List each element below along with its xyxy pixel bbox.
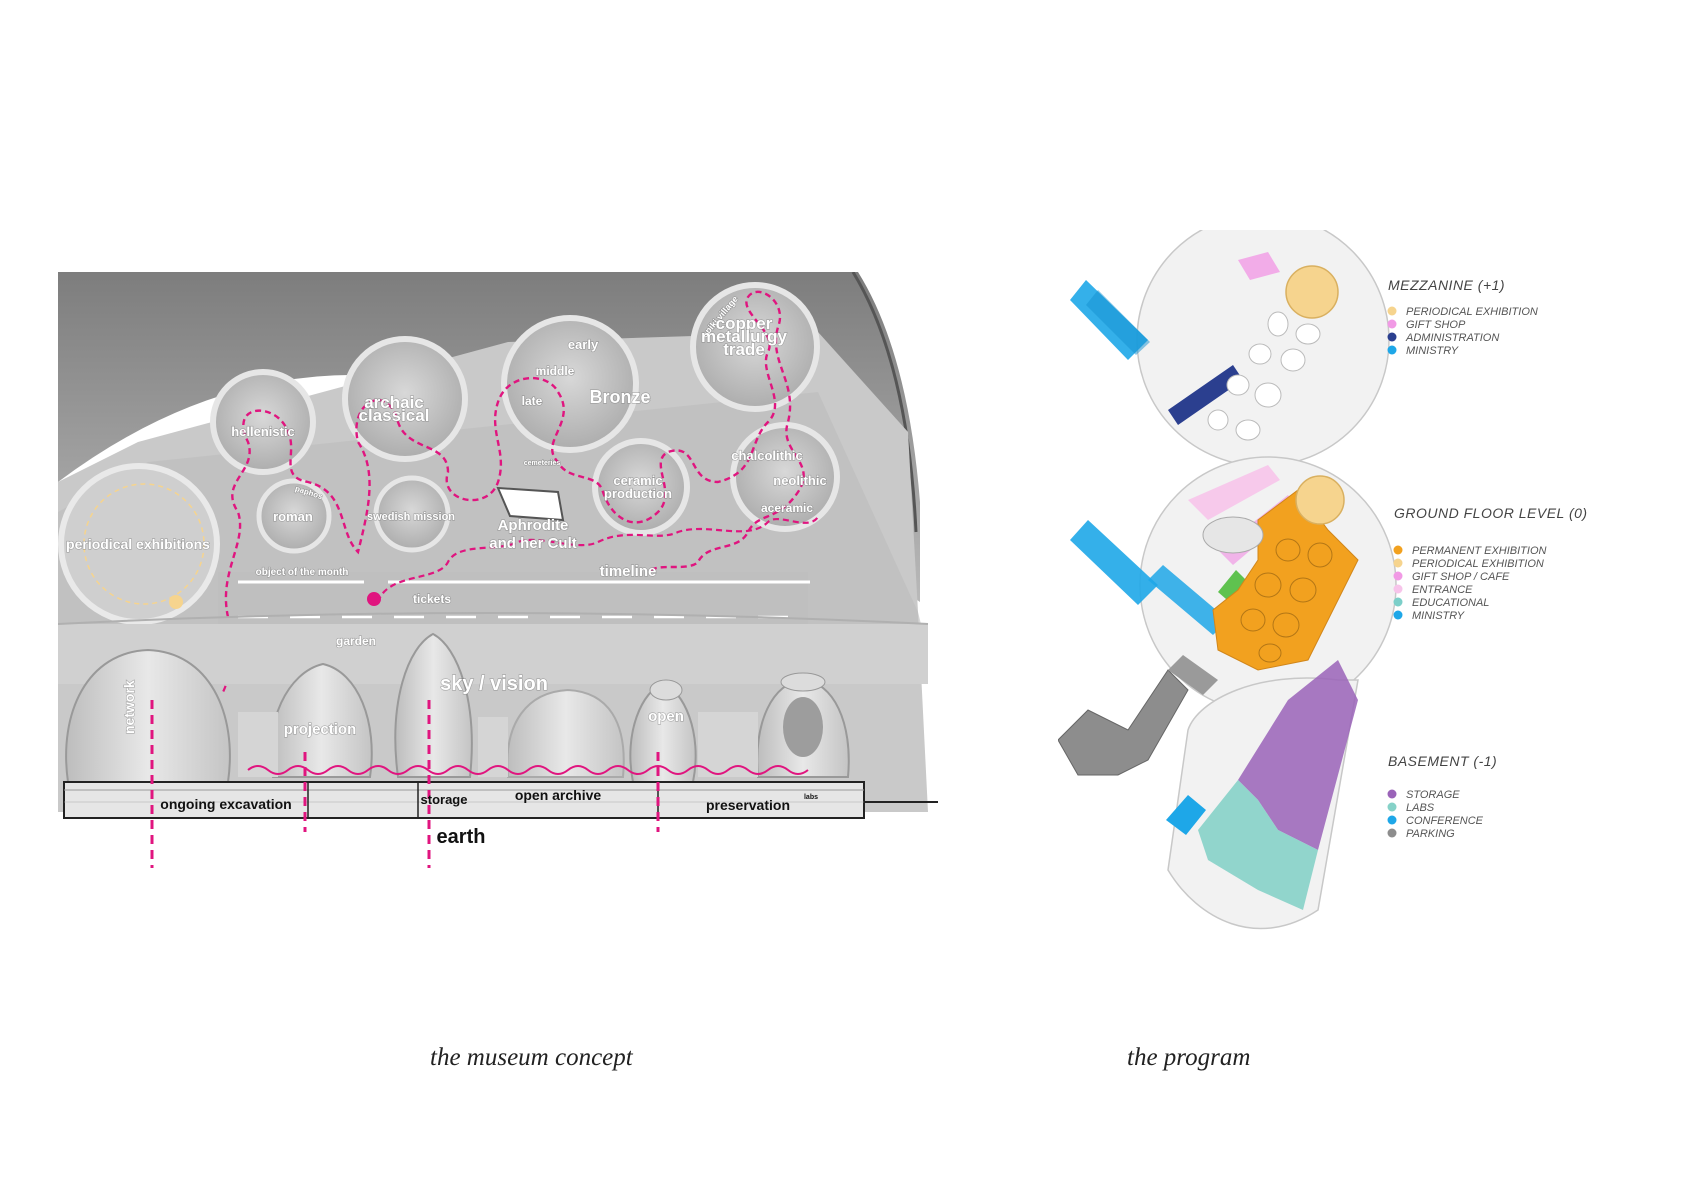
- label-production: production: [604, 486, 672, 501]
- concept-labels: opiki village copper metallurgy trade ea…: [65, 293, 827, 848]
- legend-item: MINISTRY: [1412, 610, 1465, 622]
- circle-bronze: [501, 315, 639, 453]
- label-projection: projection: [284, 721, 357, 738]
- label-garden: garden: [336, 634, 376, 648]
- legend-item: STORAGE: [1406, 789, 1460, 801]
- label-storage: storage: [421, 792, 468, 807]
- label-ceramic: ceramic: [613, 473, 662, 488]
- label-middle: middle: [536, 364, 575, 378]
- label-aphrodite: Aphrodite: [498, 517, 569, 534]
- legend-item: PERIODICAL EXHIBITION: [1406, 306, 1538, 318]
- program-diagram: MEZZANINE (+1) PERIODICAL EXHIBITION GIF…: [1057, 213, 1678, 1000]
- pod-mid: [506, 688, 625, 778]
- legend-item: PERIODICAL EXHIBITION: [1412, 558, 1544, 570]
- label-copper: copper: [716, 314, 773, 333]
- visitor-path-lower: [376, 516, 819, 603]
- label-neolithic: neolithic: [773, 473, 826, 488]
- circle-chalcolithic: [730, 422, 840, 532]
- caption-program: the program: [1127, 1044, 1251, 1071]
- legend-basement: BASEMENT (-1) STORAGE LABS CONFERENCE PA…: [1387, 753, 1497, 840]
- circle-swedish: [373, 475, 451, 553]
- legend-title-mezzanine: MEZZANINE (+1): [1388, 277, 1505, 293]
- pod-network: [65, 648, 231, 783]
- visitor-path: [224, 290, 805, 618]
- circle-periodical-inner: [83, 483, 205, 605]
- label-late: late: [522, 394, 543, 408]
- label-trade: trade: [723, 340, 765, 359]
- legend-title-ground-floor: GROUND FLOOR LEVEL (0): [1394, 505, 1588, 521]
- label-metallurgy: metallurgy: [701, 327, 788, 346]
- plan-mezzanine: [1070, 213, 1390, 467]
- legend-mezzanine: MEZZANINE (+1) PERIODICAL EXHIBITION GIF…: [1387, 277, 1538, 357]
- label-object-of-the-month: object of the month: [256, 567, 349, 578]
- label-open-archive: open archive: [515, 787, 602, 803]
- label-periodical-exhibitions: periodical exhibitions: [66, 536, 210, 552]
- circle-hellenistic: [210, 369, 316, 475]
- pod-sky: [394, 632, 473, 778]
- label-her-cult: and her Cult: [489, 535, 577, 552]
- legend-item: LABS: [1406, 802, 1435, 814]
- legend-item: GIFT SHOP: [1406, 319, 1466, 331]
- legend-item: GIFT SHOP / CAFE: [1412, 571, 1510, 583]
- legend-title-basement: BASEMENT (-1): [1388, 753, 1497, 769]
- label-ongoing-excavation: ongoing excavation: [160, 796, 291, 812]
- legend-item: ADMINISTRATION: [1405, 332, 1499, 344]
- program-svg: MEZZANINE (+1) PERIODICAL EXHIBITION GIF…: [1057, 213, 1588, 930]
- label-network: network: [121, 680, 137, 734]
- museum-concept-diagram: opiki village copper metallurgy trade ea…: [57, 271, 1028, 952]
- label-preservation: preservation: [706, 797, 790, 813]
- periodical-marker: [169, 595, 183, 609]
- label-hellenistic: hellenistic: [231, 424, 295, 439]
- exhibition-circles: [58, 282, 840, 625]
- label-archaic: archaic: [364, 393, 424, 412]
- tickets-marker: [367, 592, 381, 606]
- legend-item: MINISTRY: [1406, 345, 1459, 357]
- label-early: early: [568, 337, 599, 352]
- aphrodite-block: [496, 486, 565, 522]
- canopy-outer-edge: [851, 271, 918, 533]
- legend-item: CONFERENCE: [1406, 815, 1484, 827]
- section-cut-lines: [150, 700, 660, 868]
- label-swedish-mission: swedish mission: [367, 511, 455, 523]
- plan-ground-floor: [1070, 456, 1397, 714]
- label-chalcolithic: chalcolithic: [731, 448, 803, 463]
- legend-ground-floor: GROUND FLOOR LEVEL (0) PERMANENT EXHIBIT…: [1393, 505, 1588, 622]
- legend-item: PARKING: [1406, 828, 1455, 840]
- circle-ceramic: [592, 438, 690, 536]
- label-labs: labs: [804, 794, 818, 801]
- label-tickets: tickets: [413, 592, 451, 606]
- caption-museum-concept: the museum concept: [430, 1044, 633, 1071]
- label-classical: classical: [359, 406, 430, 425]
- circle-archaic: [342, 336, 468, 462]
- label-timeline: timeline: [600, 563, 657, 580]
- underground-strip: [63, 781, 938, 819]
- legend-item: ENTRANCE: [1412, 584, 1473, 596]
- circle-periodical: [58, 463, 220, 625]
- label-aceramic: aceramic: [761, 501, 813, 515]
- legend-item: PERMANENT EXHIBITION: [1412, 545, 1547, 557]
- label-earth: earth: [437, 826, 486, 848]
- label-cemeteries: cemeteries: [524, 460, 561, 467]
- pink-wave-line: [247, 765, 809, 775]
- plan-basement: [1057, 655, 1359, 930]
- label-bronze: Bronze: [589, 387, 650, 407]
- concept-svg: opiki village copper metallurgy trade ea…: [57, 271, 938, 868]
- label-roman: roman: [273, 509, 313, 524]
- label-open: open: [648, 708, 684, 725]
- circle-roman: [256, 478, 332, 554]
- label-sky-vision: sky / vision: [440, 673, 548, 695]
- legend-item: EDUCATIONAL: [1412, 597, 1489, 609]
